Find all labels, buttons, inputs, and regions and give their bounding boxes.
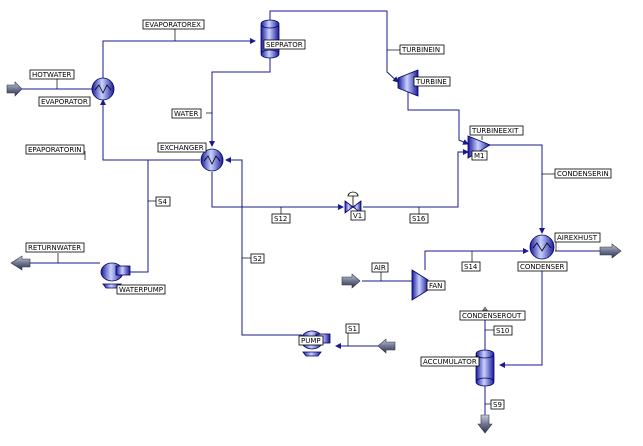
label-fan: FAN <box>426 280 446 291</box>
label-s9: S9 <box>490 399 505 410</box>
svg-text:M1: M1 <box>474 152 485 160</box>
label-s1: S1 <box>345 323 360 334</box>
svg-text:WATERPUMP: WATERPUMP <box>119 286 163 294</box>
label-s12: S12 <box>271 213 291 224</box>
label-exchanger: EXCHANGER <box>157 142 207 153</box>
label-pump: PUMP <box>298 335 324 346</box>
svg-text:EXCHANGER: EXCHANGER <box>160 144 204 152</box>
svg-text:TURBINE: TURBINE <box>415 78 447 86</box>
label-evaporator: EVAPORATOR <box>38 96 91 107</box>
svg-text:S9: S9 <box>493 401 502 409</box>
label-turbine: TURBINE <box>413 76 451 87</box>
label-s16: S16 <box>409 213 429 224</box>
waterpump-unit[interactable] <box>100 262 131 289</box>
label-s14: S14 <box>461 261 481 272</box>
svg-text:RETURNWATER: RETURNWATER <box>28 244 81 252</box>
stream-s4[interactable] <box>130 160 149 273</box>
svg-text:AIR: AIR <box>374 264 386 272</box>
svg-text:SEPRATOR: SEPRATOR <box>266 41 303 49</box>
svg-text:S10: S10 <box>496 327 509 335</box>
svg-text:CONDENSEROUT: CONDENSEROUT <box>462 312 522 320</box>
stream-water[interactable] <box>209 56 271 147</box>
port-arrows <box>6 81 622 434</box>
separator-vessel[interactable] <box>260 19 280 59</box>
label-s10: S10 <box>493 325 513 336</box>
s9-product-arrow[interactable] <box>477 414 493 434</box>
exchanger-unit[interactable] <box>200 148 224 172</box>
airexhust-product-arrow[interactable] <box>599 243 622 259</box>
label-condenser: CONDENSER <box>517 261 568 272</box>
label-hotwater: HOTWATER <box>29 69 75 80</box>
stream-lines <box>22 10 600 415</box>
label-condenserout: CONDENSEROUT <box>459 310 526 321</box>
stream-turbinein[interactable] <box>269 10 399 83</box>
svg-text:ACCUMULATOR: ACCUMULATOR <box>423 358 477 366</box>
valve-unit[interactable] <box>344 191 362 214</box>
svg-text:S1: S1 <box>348 325 357 333</box>
stream-s12[interactable] <box>211 172 344 210</box>
evaporator-unit[interactable] <box>91 77 115 101</box>
svg-text:TURBINEEXIT: TURBINEEXIT <box>471 127 519 135</box>
label-air: AIR <box>371 262 389 273</box>
stream-condenserout[interactable] <box>499 263 543 368</box>
label-turbinein: TURBINEIN <box>399 44 445 55</box>
label-evaporatorex: EVAPORATOREX <box>142 19 205 30</box>
stream-s16[interactable] <box>363 149 469 208</box>
svg-text:TURBINEIN: TURBINEIN <box>401 46 440 54</box>
label-evaporatorin: EPAPORATORIN <box>25 144 85 155</box>
svg-text:S16: S16 <box>412 215 426 223</box>
label-separator: SEPRATOR <box>263 39 306 50</box>
svg-text:EPAPORATORIN: EPAPORATORIN <box>28 146 82 154</box>
label-returnwater: RETURNWATER <box>25 242 85 253</box>
label-mixer: M1 <box>471 150 488 161</box>
stream-evaporatorex[interactable] <box>102 38 256 78</box>
label-water: WATER <box>171 108 202 119</box>
label-waterpump: WATERPUMP <box>116 284 166 295</box>
air-feed-arrow[interactable] <box>341 273 361 289</box>
turbine-unit[interactable] <box>397 69 419 97</box>
label-s2: S2 <box>250 253 265 264</box>
svg-text:EVAPORATOR: EVAPORATOR <box>41 98 88 106</box>
label-airexhust: AIREXHUST <box>554 232 601 243</box>
stream-condenserin[interactable] <box>490 144 545 234</box>
stream-s2[interactable] <box>225 157 302 336</box>
svg-text:PUMP: PUMP <box>301 337 321 345</box>
stream-turbineexit[interactable] <box>407 90 469 145</box>
returnwater-product-arrow[interactable] <box>10 255 31 271</box>
svg-text:HOTWATER: HOTWATER <box>32 71 72 79</box>
fan-unit[interactable] <box>411 269 429 301</box>
svg-text:EVAPORATOREX: EVAPORATOREX <box>145 21 201 29</box>
svg-text:V1: V1 <box>353 212 362 220</box>
stream-s14[interactable] <box>424 248 529 270</box>
label-turbineexit: TURBINEEXIT <box>469 125 524 136</box>
svg-text:S12: S12 <box>274 215 287 223</box>
svg-text:S2: S2 <box>253 255 262 263</box>
s1-feed-arrow[interactable] <box>377 338 396 354</box>
svg-text:S4: S4 <box>158 198 167 206</box>
svg-text:WATER: WATER <box>174 110 198 118</box>
svg-text:S14: S14 <box>464 263 478 271</box>
hotwater-feed-arrow[interactable] <box>6 81 23 97</box>
accumulator-vessel[interactable] <box>475 349 495 387</box>
svg-text:CONDENSER: CONDENSER <box>520 263 565 271</box>
svg-text:FAN: FAN <box>429 282 442 290</box>
svg-text:CONDENSERIN: CONDENSERIN <box>557 170 609 178</box>
label-accumulator: ACCUMULATOR <box>420 356 480 367</box>
stream-evaporatorin[interactable] <box>100 99 200 161</box>
label-s4: S4 <box>155 196 171 207</box>
label-valve: V1 <box>350 210 366 221</box>
condenser-unit[interactable] <box>529 234 555 260</box>
label-condenserin: CONDENSERIN <box>554 168 612 179</box>
svg-text:AIREXHUST: AIREXHUST <box>557 234 598 242</box>
